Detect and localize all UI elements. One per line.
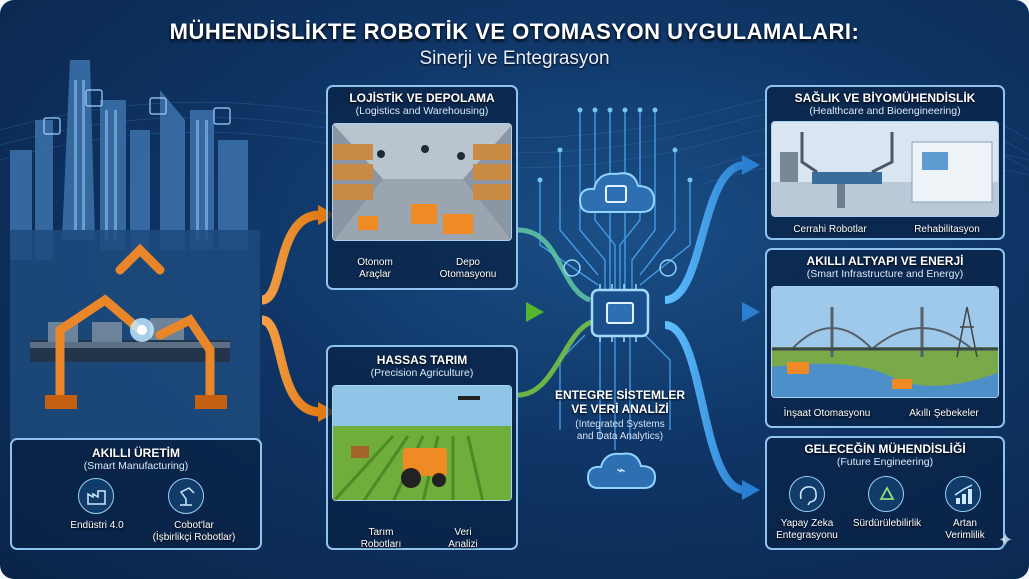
panel-future-engineering: GELECEĞİN MÜHENDİSLİĞİ (Future Engineeri… — [765, 436, 1005, 550]
panel-infrastructure: AKILLI ALTYAPI VE ENERJİ (Smart Infrastr… — [765, 248, 1005, 428]
page-title: MÜHENDİSLİKTE ROBOTİK VE OTOMASYON UYGUL… — [169, 19, 860, 44]
brain-icon — [789, 476, 825, 512]
label-rehabilitation: Rehabilitasyon — [914, 224, 980, 235]
label-agri-robots: Tarım Robotları — [360, 527, 402, 550]
panel-smart-manufacturing: AKILLI ÜRETİM (Smart Manufacturing) Endü… — [10, 438, 262, 550]
panel-title: LOJİSTİK VE DEPOLAMA — [349, 91, 495, 105]
panel-precision-agriculture: HASSAS TARIM (Precision Agriculture) Tar… — [326, 345, 518, 550]
label-autonomous-vehicles: Otonom Araçlar — [357, 257, 393, 280]
panel-title: AKILLI ALTYAPI VE ENERJİ — [806, 254, 964, 268]
panel-logistics: LOJİSTİK VE DEPOLAMA (Logistics and Ware… — [326, 85, 518, 290]
cloud-icon — [605, 185, 627, 203]
label-sustainability: Sürdürülebilirlik — [852, 518, 922, 529]
recycle-icon — [868, 476, 904, 512]
panel-subtitle: (Healthcare and Bioengineering) — [809, 105, 961, 117]
farm-image — [332, 385, 512, 501]
robot-arm-icon — [168, 478, 204, 514]
label-ai-integration: Yapay Zeka Entegrasyonu — [776, 518, 838, 541]
label-warehouse-automation: Depo Otomasyonu — [439, 257, 497, 280]
label-smart-grids: Akıllı Şebekeler — [909, 408, 979, 419]
panel-subtitle: (Precision Agriculture) — [370, 367, 474, 379]
panel-title: HASSAS TARIM — [376, 353, 468, 367]
label-industry-4: Endüstri 4.0 — [70, 520, 124, 531]
page-subtitle: Sinerji ve Entegrasyon — [419, 48, 610, 69]
label-construction-automation: İnşaat Otomasyonu — [783, 408, 871, 419]
panel-healthcare: SAĞLIK VE BİYOMÜHENDİSLİK (Healthcare an… — [765, 85, 1005, 240]
label-cobots: Cobot'lar (İşbirlikçi Robotlar) — [152, 520, 236, 543]
center-subtitle: (Integrated Systems and Data Analytics) — [575, 419, 665, 442]
center-title: ENTEGRE SİSTEMLER VE VERİ ANALİZİ — [554, 388, 685, 416]
growth-chart-icon — [945, 476, 981, 512]
panel-subtitle: (Smart Infrastructure and Energy) — [806, 268, 964, 280]
panel-subtitle: (Logistics and Warehousing) — [355, 105, 489, 117]
factory-icon — [78, 478, 114, 514]
panel-title: SAĞLIK VE BİYOMÜHENDİSLİK — [794, 91, 976, 105]
cloud-data-icon: ⌁ — [616, 462, 626, 479]
bridge-image — [771, 286, 999, 398]
chip-icon — [606, 302, 634, 324]
panel-subtitle: (Smart Manufacturing) — [83, 460, 189, 472]
warehouse-image — [332, 123, 512, 241]
label-increased-efficiency: Artan Verimlilik — [945, 518, 985, 541]
sparkle-icon: ✦ — [998, 530, 1014, 550]
panel-title: GELECEĞİN MÜHENDİSLİĞİ — [804, 442, 966, 456]
hospital-image — [771, 121, 999, 217]
label-data-analysis: Veri Analizi — [448, 527, 478, 550]
label-surgical-robots: Cerrahi Robotlar — [793, 224, 867, 235]
panel-title: AKILLI ÜRETİM — [92, 446, 180, 460]
panel-subtitle: (Future Engineering) — [836, 456, 934, 468]
